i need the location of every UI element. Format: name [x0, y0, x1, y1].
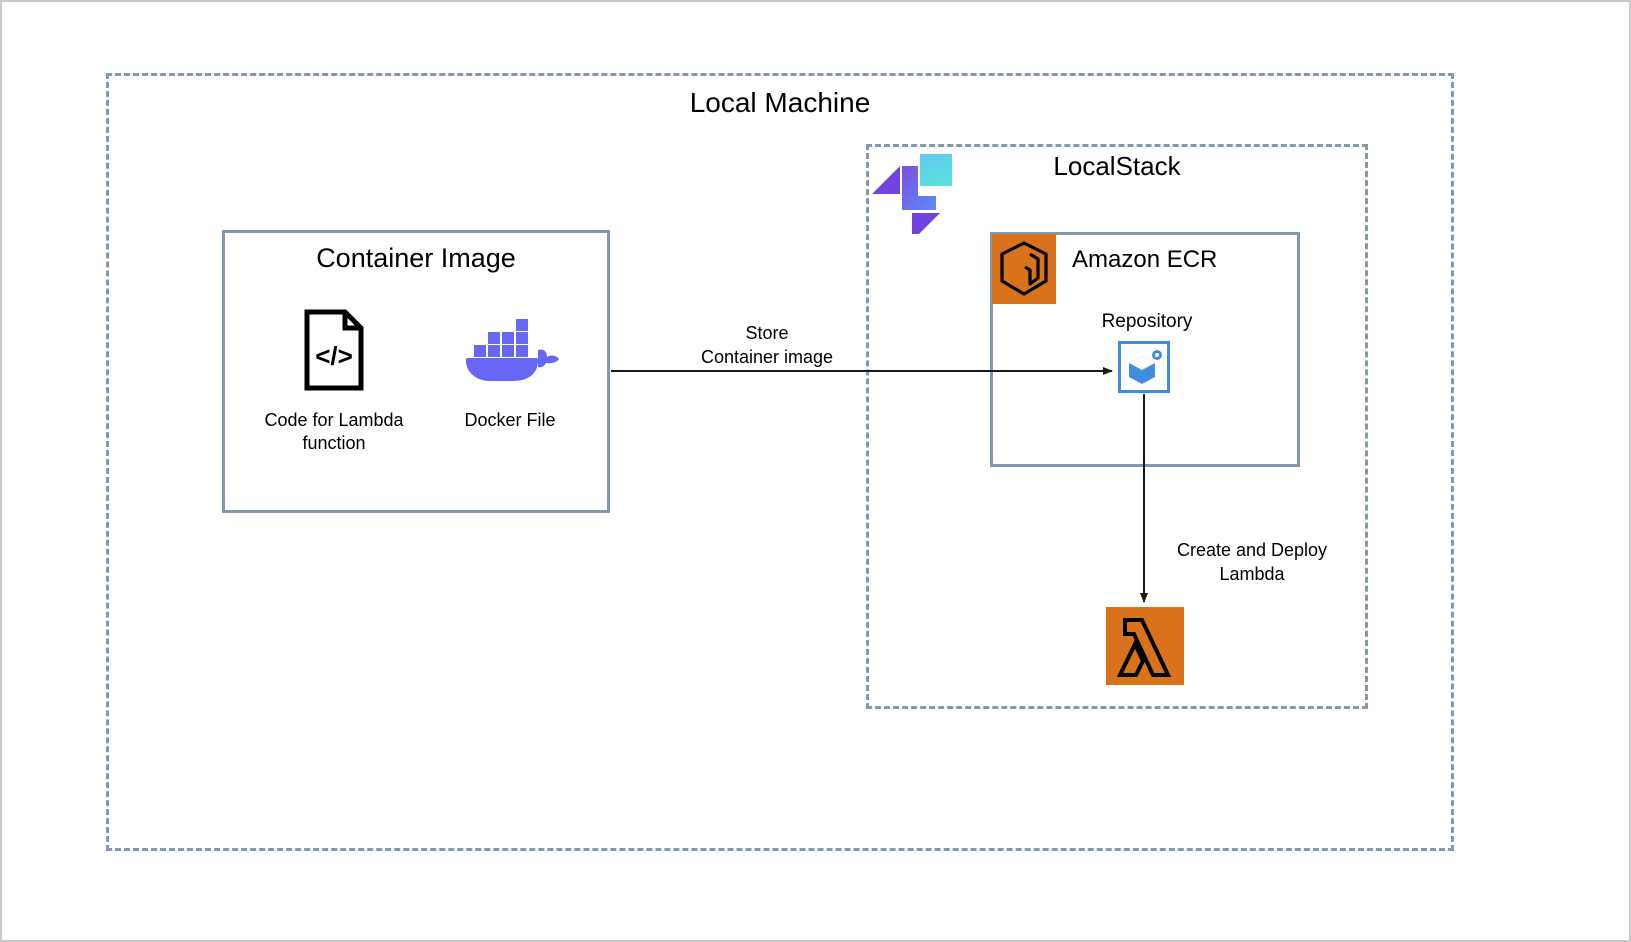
store-container-image-label: Store Container image: [700, 323, 834, 367]
aws-lambda-icon: [1106, 607, 1184, 685]
amazon-ecr-title: Amazon ECR: [1072, 246, 1218, 273]
docker-whale-icon: [430, 307, 590, 393]
localstack-frame: [866, 144, 1368, 709]
localstack-title: LocalStack: [1053, 151, 1181, 181]
local-machine-title: Local Machine: [689, 87, 871, 118]
repository-label: Repository: [1101, 311, 1193, 332]
localstack-logo: [868, 150, 952, 241]
amazon-ecr-icon: [992, 234, 1056, 304]
container-image-title: Container Image: [316, 243, 516, 273]
local-machine-frame: [106, 73, 1454, 851]
docker-file-label: Docker File: [464, 410, 556, 430]
create-deploy-lambda-label: Create and Deploy Lambda: [1176, 540, 1328, 584]
container-image-item-docker: Docker File: [430, 307, 590, 432]
svg-text:</>: </>: [315, 341, 353, 371]
code-file-label: Code for Lambda function: [264, 410, 404, 453]
code-file-icon: </>: [242, 307, 426, 393]
ecr-repository-icon: [1118, 341, 1170, 393]
container-image-box: [222, 230, 610, 513]
container-image-item-code: </> Code for Lambda function: [242, 307, 426, 455]
